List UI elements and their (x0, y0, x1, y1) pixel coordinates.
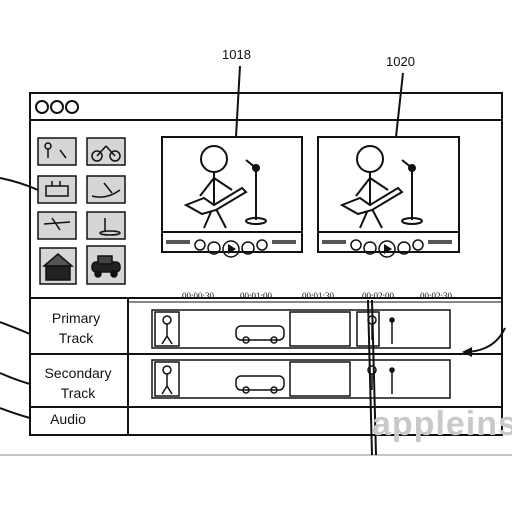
callout-1018: 1018 (222, 47, 251, 62)
preview-left-frame (161, 136, 303, 233)
preview-right-controls (317, 231, 460, 253)
secondary-track-label-line1: Secondary (44, 365, 112, 381)
step-back-button[interactable] (207, 241, 221, 255)
secondary-track-label-line2: Track (60, 385, 96, 401)
app-window-frame (29, 92, 503, 436)
bicycle-thumb[interactable] (86, 137, 126, 166)
callout-leader-secondary (0, 372, 31, 385)
callout-leader-primary (0, 321, 31, 335)
callout-leader-1018 (235, 65, 241, 138)
birthday-cake-thumb[interactable] (37, 175, 77, 204)
primary-track-label-line2: Track (58, 330, 94, 346)
secondary-track-clips (151, 359, 451, 399)
primary-track-clips (151, 309, 451, 349)
primary-track-label-line1: Primary (51, 310, 101, 326)
callout-leader-1020 (395, 72, 404, 138)
media-thumbnails (37, 137, 126, 285)
right-transport (322, 239, 452, 258)
preview-left (161, 136, 303, 253)
step-forward-button[interactable] (241, 241, 255, 255)
play-button[interactable] (378, 240, 396, 258)
step-back-button[interactable] (363, 241, 377, 255)
close-button[interactable] (35, 100, 49, 114)
kayak-thumb[interactable] (86, 175, 126, 204)
timecode-1: 00:00:30 (182, 291, 215, 301)
zoom-button[interactable] (65, 100, 79, 114)
left-transport (166, 239, 296, 258)
timecode-3: 00:01:30 (302, 291, 335, 301)
arrow-head (462, 347, 472, 357)
family-scene-thumb[interactable] (37, 137, 77, 166)
primary-clip-strip[interactable] (151, 309, 451, 349)
rewind-button[interactable] (194, 239, 206, 251)
callout-1020: 1020 (386, 54, 415, 69)
preview-left-controls (161, 231, 303, 253)
secondary-track-label: Secondary Track (30, 363, 126, 403)
callout-leader-audio (0, 407, 31, 419)
callout-leader-playhead (467, 327, 506, 353)
rewind-button[interactable] (350, 239, 362, 251)
callout-leader-media (0, 177, 39, 191)
fast-forward-button[interactable] (412, 239, 424, 251)
timecode-4: 00:02:00 (362, 291, 395, 301)
timecode-2: 00:01:00 (240, 291, 273, 301)
preview-right-frame (317, 136, 460, 233)
playhead[interactable] (367, 299, 377, 456)
preview-right (317, 136, 460, 253)
secondary-clip-strip[interactable] (151, 359, 451, 399)
audio-track-label: Audio (50, 411, 86, 427)
watermark: appleins (372, 405, 512, 443)
step-forward-button[interactable] (397, 241, 411, 255)
play-button[interactable] (222, 240, 240, 258)
fast-forward-button[interactable] (256, 239, 268, 251)
minimize-button[interactable] (50, 100, 64, 114)
timecode-5: 00:02:30 (420, 291, 453, 301)
primary-track-label: Primary Track (28, 308, 124, 348)
